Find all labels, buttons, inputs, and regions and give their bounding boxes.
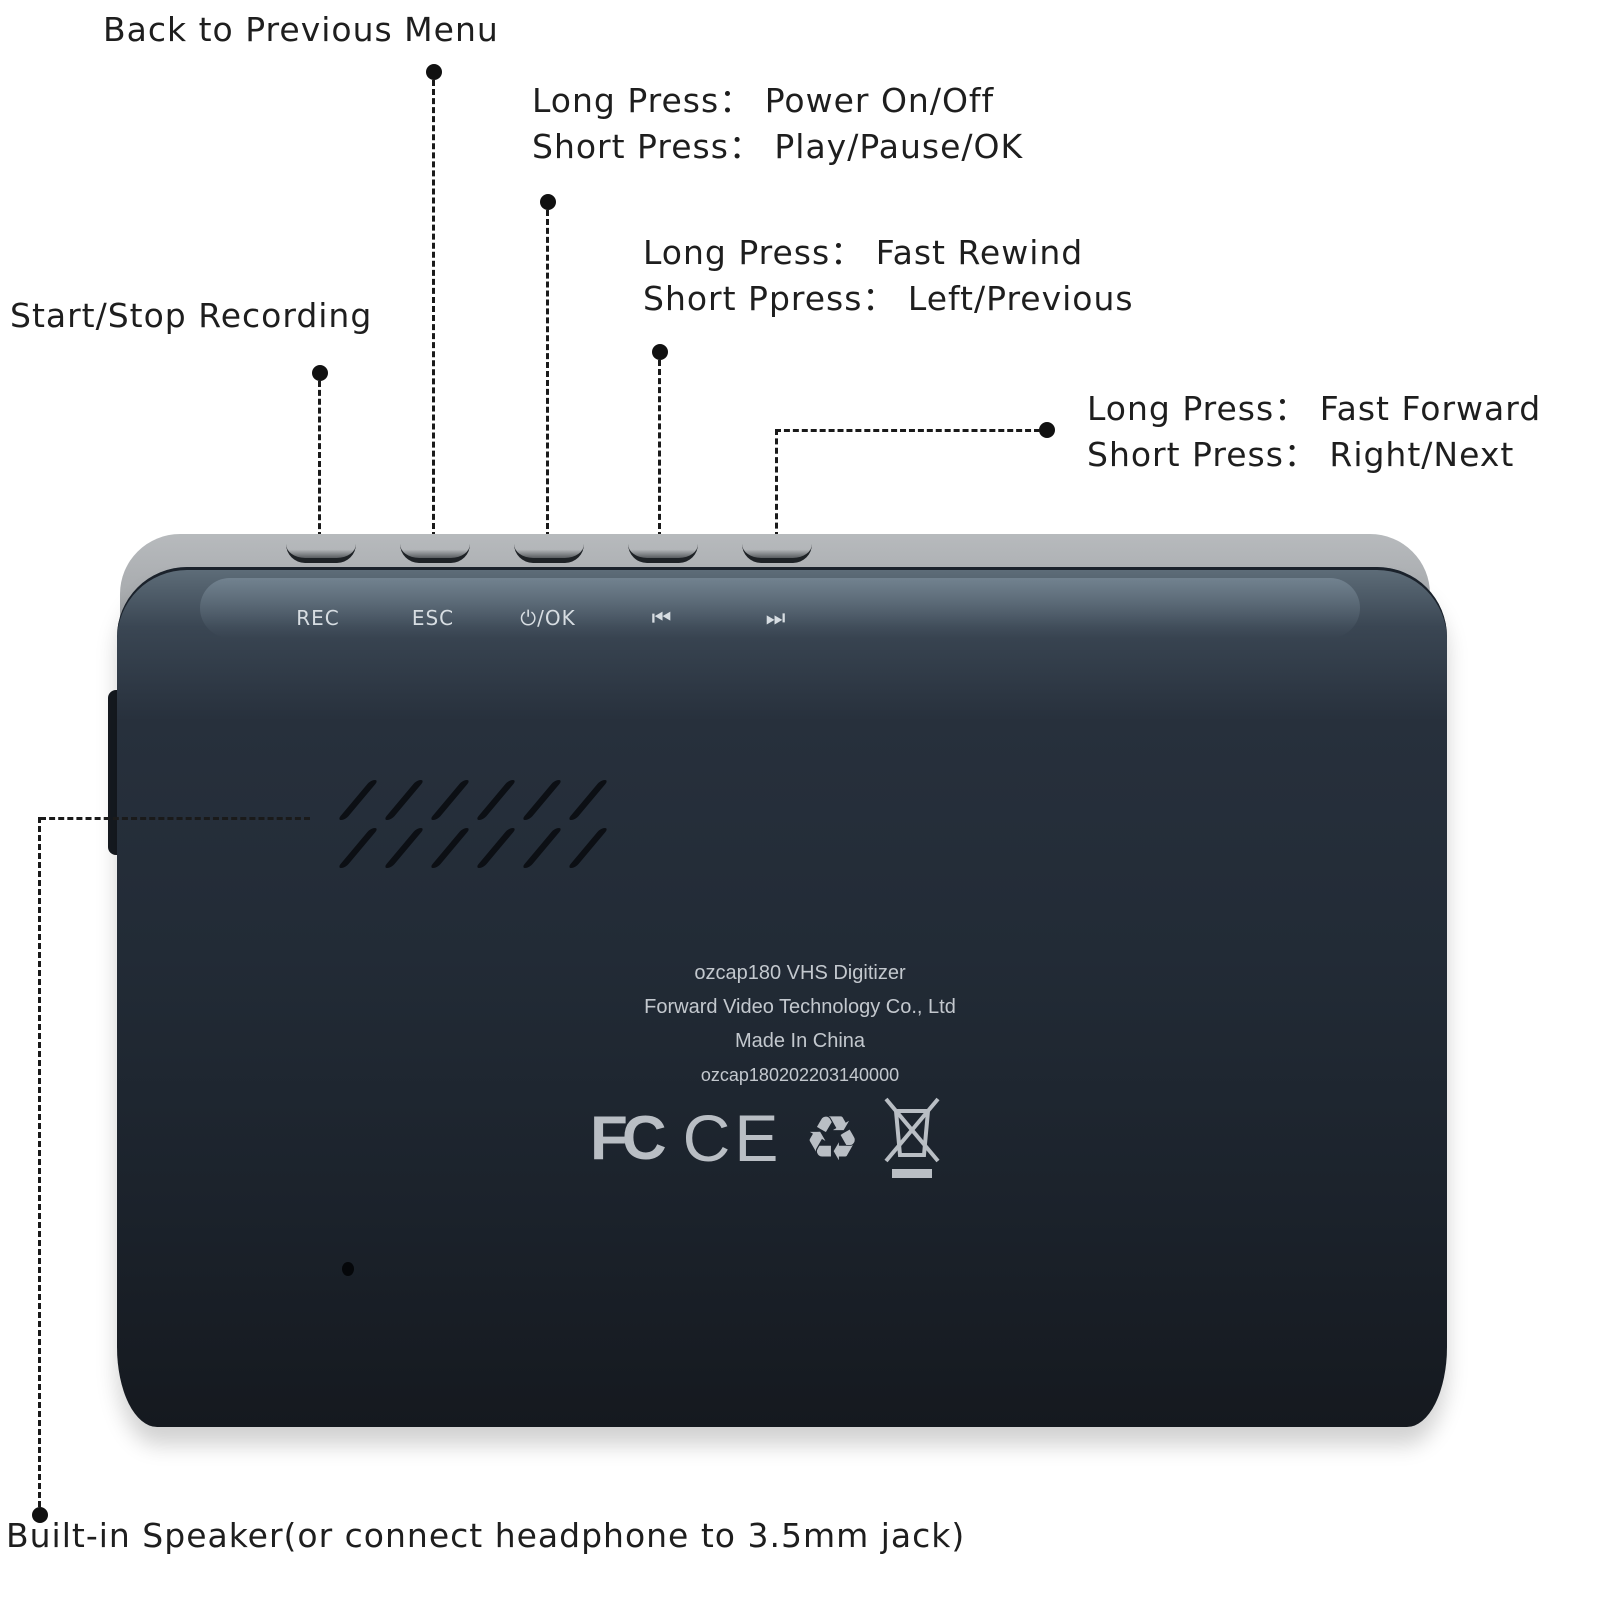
next-callout-hline	[775, 429, 1040, 432]
next-button[interactable]	[742, 544, 812, 563]
prev-callout-dot	[652, 344, 668, 360]
rec-button[interactable]	[286, 544, 356, 563]
speaker-callout-vline	[38, 817, 41, 1507]
speaker-grille-icon	[337, 778, 620, 868]
device-origin: Made In China	[734, 1030, 866, 1052]
microphone-hole	[342, 1262, 354, 1276]
power-callout-dot	[540, 194, 556, 210]
forward-long-press: Long Press： Fast Forward	[1087, 389, 1542, 428]
forward-short-press: Short Press： Right/Next	[1087, 435, 1515, 474]
back-menu-annotation: Back to Previous Menu	[103, 7, 499, 53]
device-manufacturer: Forward Video Technology Co., Ltd	[644, 996, 956, 1018]
esc-label: ESC	[411, 606, 455, 630]
next-callout-vline	[775, 429, 778, 538]
rec-label: REC	[296, 606, 340, 630]
prev-callout-line	[658, 360, 661, 538]
power-ok-annotation: Long Press： Power On/Off Short Press： Pl…	[532, 78, 1023, 170]
ce-icon: CE	[682, 1101, 783, 1175]
power-icon: ⏻/OK	[520, 606, 576, 630]
device-serial: ozcap180202203140000	[700, 1065, 900, 1085]
record-annotation: Start/Stop Recording	[10, 293, 372, 339]
record-text: Start/Stop Recording	[10, 296, 373, 335]
rewind-short-press: Short Ppress： Left/Previous	[643, 279, 1134, 318]
speaker-annotation: Built-in Speaker(or connect headphone to…	[6, 1513, 965, 1559]
device-info: ozcap180 VHS Digitizer Forward Video Tec…	[0, 956, 1600, 1092]
skip-next-icon: ⏭	[765, 606, 787, 631]
recycle-icon: ♻	[804, 1101, 860, 1175]
esc-callout-dot	[426, 64, 442, 80]
rec-callout-dot	[312, 365, 328, 381]
next-callout-dot	[1039, 422, 1055, 438]
esc-button[interactable]	[400, 544, 470, 563]
back-menu-text: Back to Previous Menu	[103, 10, 499, 49]
device-edge-highlight	[200, 578, 1360, 638]
power-ok-long-press: Long Press： Power On/Off	[532, 81, 995, 120]
forward-annotation: Long Press： Fast Forward Short Press： Ri…	[1087, 386, 1541, 478]
power-callout-line	[546, 210, 549, 538]
prev-button[interactable]	[628, 544, 698, 563]
device-model: ozcap180 VHS Digitizer	[694, 962, 906, 984]
rewind-long-press: Long Press： Fast Rewind	[643, 233, 1084, 272]
rec-callout-line	[318, 381, 321, 538]
weee-crossed-bin-icon	[882, 1093, 942, 1183]
rewind-annotation: Long Press： Fast Rewind Short Ppress： Le…	[643, 230, 1134, 322]
speaker-text: Built-in Speaker(or connect headphone to…	[6, 1516, 966, 1555]
fcc-icon: FC	[590, 1103, 667, 1173]
certification-marks: FC CE ♻	[590, 1097, 942, 1178]
power-ok-button[interactable]	[514, 544, 584, 563]
skip-previous-icon: ⏮	[651, 606, 673, 631]
speaker-callout-hline	[40, 817, 310, 820]
power-ok-short-press: Short Press： Play/Pause/OK	[532, 127, 1024, 166]
speaker-callout-dot	[32, 1507, 48, 1523]
device-back-panel	[117, 567, 1447, 1427]
esc-callout-line	[432, 80, 435, 538]
